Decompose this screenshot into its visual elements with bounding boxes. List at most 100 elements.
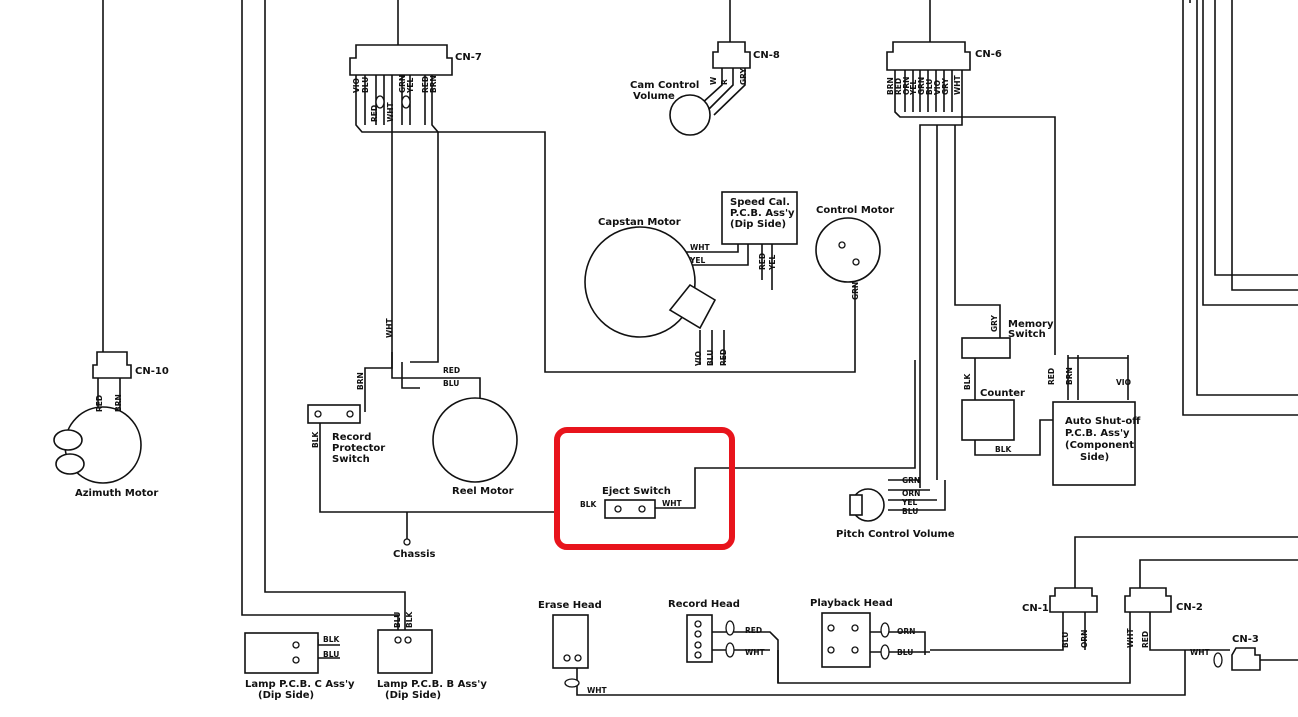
component-label-cn8: CN-8 <box>753 50 780 61</box>
wire-label-pitch-yel: YEL <box>901 498 918 507</box>
wire-label-cn2-wht: WHT <box>1126 627 1135 648</box>
component-label-pitch-control: Pitch Control Volume <box>836 529 955 540</box>
wire-label-asp-brn: BRN <box>1065 367 1074 385</box>
component-label-record-protector-1: Record <box>332 432 371 443</box>
component-label-reel-motor: Reel Motor <box>452 486 514 497</box>
wire-label-lampb-blk: BLK <box>405 611 414 628</box>
component-label-azimuth-motor: Azimuth Motor <box>75 488 158 499</box>
wire-label-speed-red: RED <box>758 253 767 270</box>
wire-label-cn8-w: W <box>709 76 718 85</box>
component-label-auto-shutoff-4: Side) <box>1080 452 1109 463</box>
wire-label-reel-red: RED <box>443 366 460 375</box>
wire-label-cn7-wht: WHT <box>386 101 395 122</box>
lamp-pcb-b <box>377 629 433 674</box>
component-label-capstan-motor: Capstan Motor <box>598 217 681 228</box>
wire-label-cn6-red: RED <box>894 78 903 95</box>
wire-label-eject-wht: WHT <box>662 499 683 508</box>
component-label-counter: Counter <box>980 388 1025 399</box>
wire-label-pb-orn: ORN <box>897 627 915 636</box>
wire-label-cn1-blu: BLU <box>1061 632 1070 648</box>
capstan-motor <box>584 226 696 338</box>
lamp-pcb-c <box>244 632 319 674</box>
component-label-speed-cal-2: P.C.B. Ass'y <box>730 208 795 219</box>
wire-label-cn7-grn: GRN <box>398 75 407 93</box>
wire-label-cn6-vio: VIO <box>933 80 942 95</box>
connector-cn1 <box>1049 587 1098 613</box>
connector-cn7 <box>349 44 453 76</box>
component-label-control-motor: Control Motor <box>816 205 894 216</box>
wire-label-cn6-yel: YEL <box>909 79 918 96</box>
auto-shutoff-pcb <box>1052 401 1136 486</box>
wire-label-counter-blk: BLK <box>963 373 972 390</box>
component-label-cam-control-1: Cam Control <box>630 80 699 91</box>
wire-label-cn8-r: R <box>720 79 729 85</box>
component-label-eject-switch: Eject Switch <box>602 486 671 497</box>
wire-label-asp-red: RED <box>1047 368 1056 385</box>
reel-motor <box>432 397 518 483</box>
wire-label-cn6-wht: WHT <box>953 74 962 95</box>
wire-label-asp-vio: VIO <box>1116 378 1131 387</box>
wire-label-mem-gry: GRY <box>990 314 999 332</box>
component-label-cn2: CN-2 <box>1176 602 1203 613</box>
wire-label-cn7-blu: BLU <box>361 77 370 93</box>
wire-label-pb-blu: BLU <box>897 648 913 657</box>
connector-cn2 <box>1124 587 1172 613</box>
connector-cn6 <box>886 41 971 71</box>
wire-label-cn6-blu: BLU <box>925 79 934 95</box>
wire-label-control-grn: GRN <box>851 282 860 300</box>
memory-switch <box>961 337 1011 359</box>
component-label-cn10: CN-10 <box>135 366 169 377</box>
cam-control-volume <box>669 94 711 136</box>
wire-label-capstan-blu: BLU <box>706 350 715 366</box>
wire-label-rec-wht: WHT <box>745 648 766 657</box>
wire-label-cn10-brn: BRN <box>114 394 123 412</box>
component-label-record-head: Record Head <box>668 599 740 610</box>
component-label-cn6: CN-6 <box>975 49 1002 60</box>
speed-cal-pcb <box>721 191 798 245</box>
component-label-lamp-b-2: (Dip Side) <box>385 690 441 701</box>
component-label-auto-shutoff-1: Auto Shut-off <box>1065 416 1141 427</box>
component-label-record-protector-2: Protector <box>332 443 385 454</box>
component-label-speed-cal-3: (Dip Side) <box>730 219 786 230</box>
component-label-erase-head: Erase Head <box>538 600 602 611</box>
wire-label-pitch-blu: BLU <box>902 507 918 516</box>
component-label-chassis: Chassis <box>393 549 436 560</box>
counter <box>961 399 1015 441</box>
chassis-terminal <box>403 538 411 546</box>
wire-label-reel-blu: BLU <box>443 379 459 388</box>
erase-head <box>552 614 589 669</box>
wire-label-rp-brn: BRN <box>356 372 365 390</box>
component-label-memory-switch-2: Switch <box>1008 329 1046 340</box>
component-label-cn7: CN-7 <box>455 52 482 63</box>
connector-cn8 <box>712 41 751 69</box>
wire-label-cn1-orn: ORN <box>1080 630 1089 648</box>
component-label-speed-cal-1: Speed Cal. <box>730 197 790 208</box>
connector-cn3 <box>1231 647 1261 671</box>
wire-label-cn2-red: RED <box>1141 631 1150 648</box>
component-label-cn3: CN-3 <box>1232 634 1259 645</box>
component-label-auto-shutoff-3: (Component <box>1065 440 1134 451</box>
wire-label-cn6-grn: GRN <box>917 77 926 95</box>
wire-label-cn7-vio: VIO <box>352 78 361 93</box>
wire-label-speed-wht: WHT <box>690 243 711 252</box>
component-label-lamp-b-1: Lamp P.C.B. B Ass'y <box>377 679 487 690</box>
components <box>53 41 1261 688</box>
component-label-auto-shutoff-2: P.C.B. Ass'y <box>1065 428 1130 439</box>
component-label-lamp-c-2: (Dip Side) <box>258 690 314 701</box>
wire-label-cn7-red2: RED <box>421 76 430 93</box>
wire-label-lampb-blu: BLU <box>393 612 402 628</box>
wire-label-lampc-blk: BLK <box>323 635 340 644</box>
component-label-lamp-c-1: Lamp P.C.B. C Ass'y <box>245 679 355 690</box>
wire-label-cn6-orn: ORN <box>902 77 911 95</box>
wire-label-erase-wht: WHT <box>587 686 608 695</box>
eject-switch-highlight <box>554 427 735 550</box>
wire-label-counter-blk2: BLK <box>995 445 1012 454</box>
connector-cn10 <box>92 351 132 379</box>
component-label-cn1: CN-1 <box>1022 603 1049 614</box>
eject-switch[interactable] <box>604 499 656 519</box>
wire-label-cn10-red: RED <box>95 395 104 412</box>
playback-head <box>821 612 871 668</box>
wire-label-wht-main: WHT <box>385 317 394 338</box>
component-label-memory-switch-1: Memory <box>1008 319 1054 330</box>
